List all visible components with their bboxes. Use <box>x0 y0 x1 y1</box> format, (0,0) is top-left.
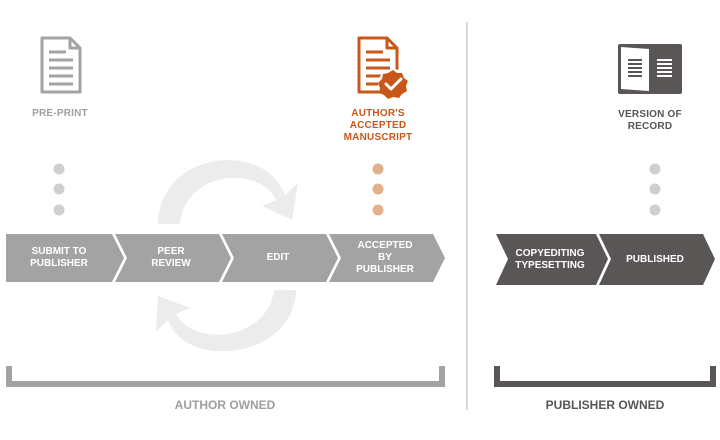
publisher-bracket <box>494 366 716 387</box>
step-peer-review-label: PEER REVIEW <box>151 246 191 269</box>
document-icon <box>40 36 82 94</box>
step-accepted-shape <box>329 234 445 282</box>
step-accepted-label: ACCEPTED BY PUBLISHER <box>356 240 414 275</box>
open-book-icon <box>618 44 682 94</box>
step-submit-shape <box>6 234 124 282</box>
author-bracket <box>6 366 445 387</box>
revision-cycle-icon <box>156 160 298 352</box>
preprint-dots <box>53 163 65 216</box>
step-published-label: PUBLISHED <box>626 253 684 265</box>
publisher-owned-label: PUBLISHER OWNED <box>545 398 665 412</box>
stage-version-of-record-label: VERSION OF RECORD <box>618 109 682 132</box>
step-edit-label: EDIT <box>266 252 290 263</box>
step-edit-shape <box>222 234 338 282</box>
accepted-dots <box>372 163 384 216</box>
step-peer-review-shape <box>115 234 231 282</box>
step-copyediting-shape <box>496 234 608 285</box>
stage-accepted-manuscript-label: AUTHOR'S ACCEPTED MANUSCRIPT <box>343 108 413 143</box>
stage-preprint-label: PRE-PRINT <box>32 108 88 119</box>
record-dots <box>649 163 661 216</box>
step-copyediting-label: COPYEDITING TYPESETTING <box>515 247 585 271</box>
author-owned-label: AUTHOR OWNED <box>174 398 276 412</box>
certified-document-icon <box>357 36 408 99</box>
step-submit-label: SUBMIT TO PUBLISHER <box>30 246 88 269</box>
step-published-shape <box>599 234 715 285</box>
